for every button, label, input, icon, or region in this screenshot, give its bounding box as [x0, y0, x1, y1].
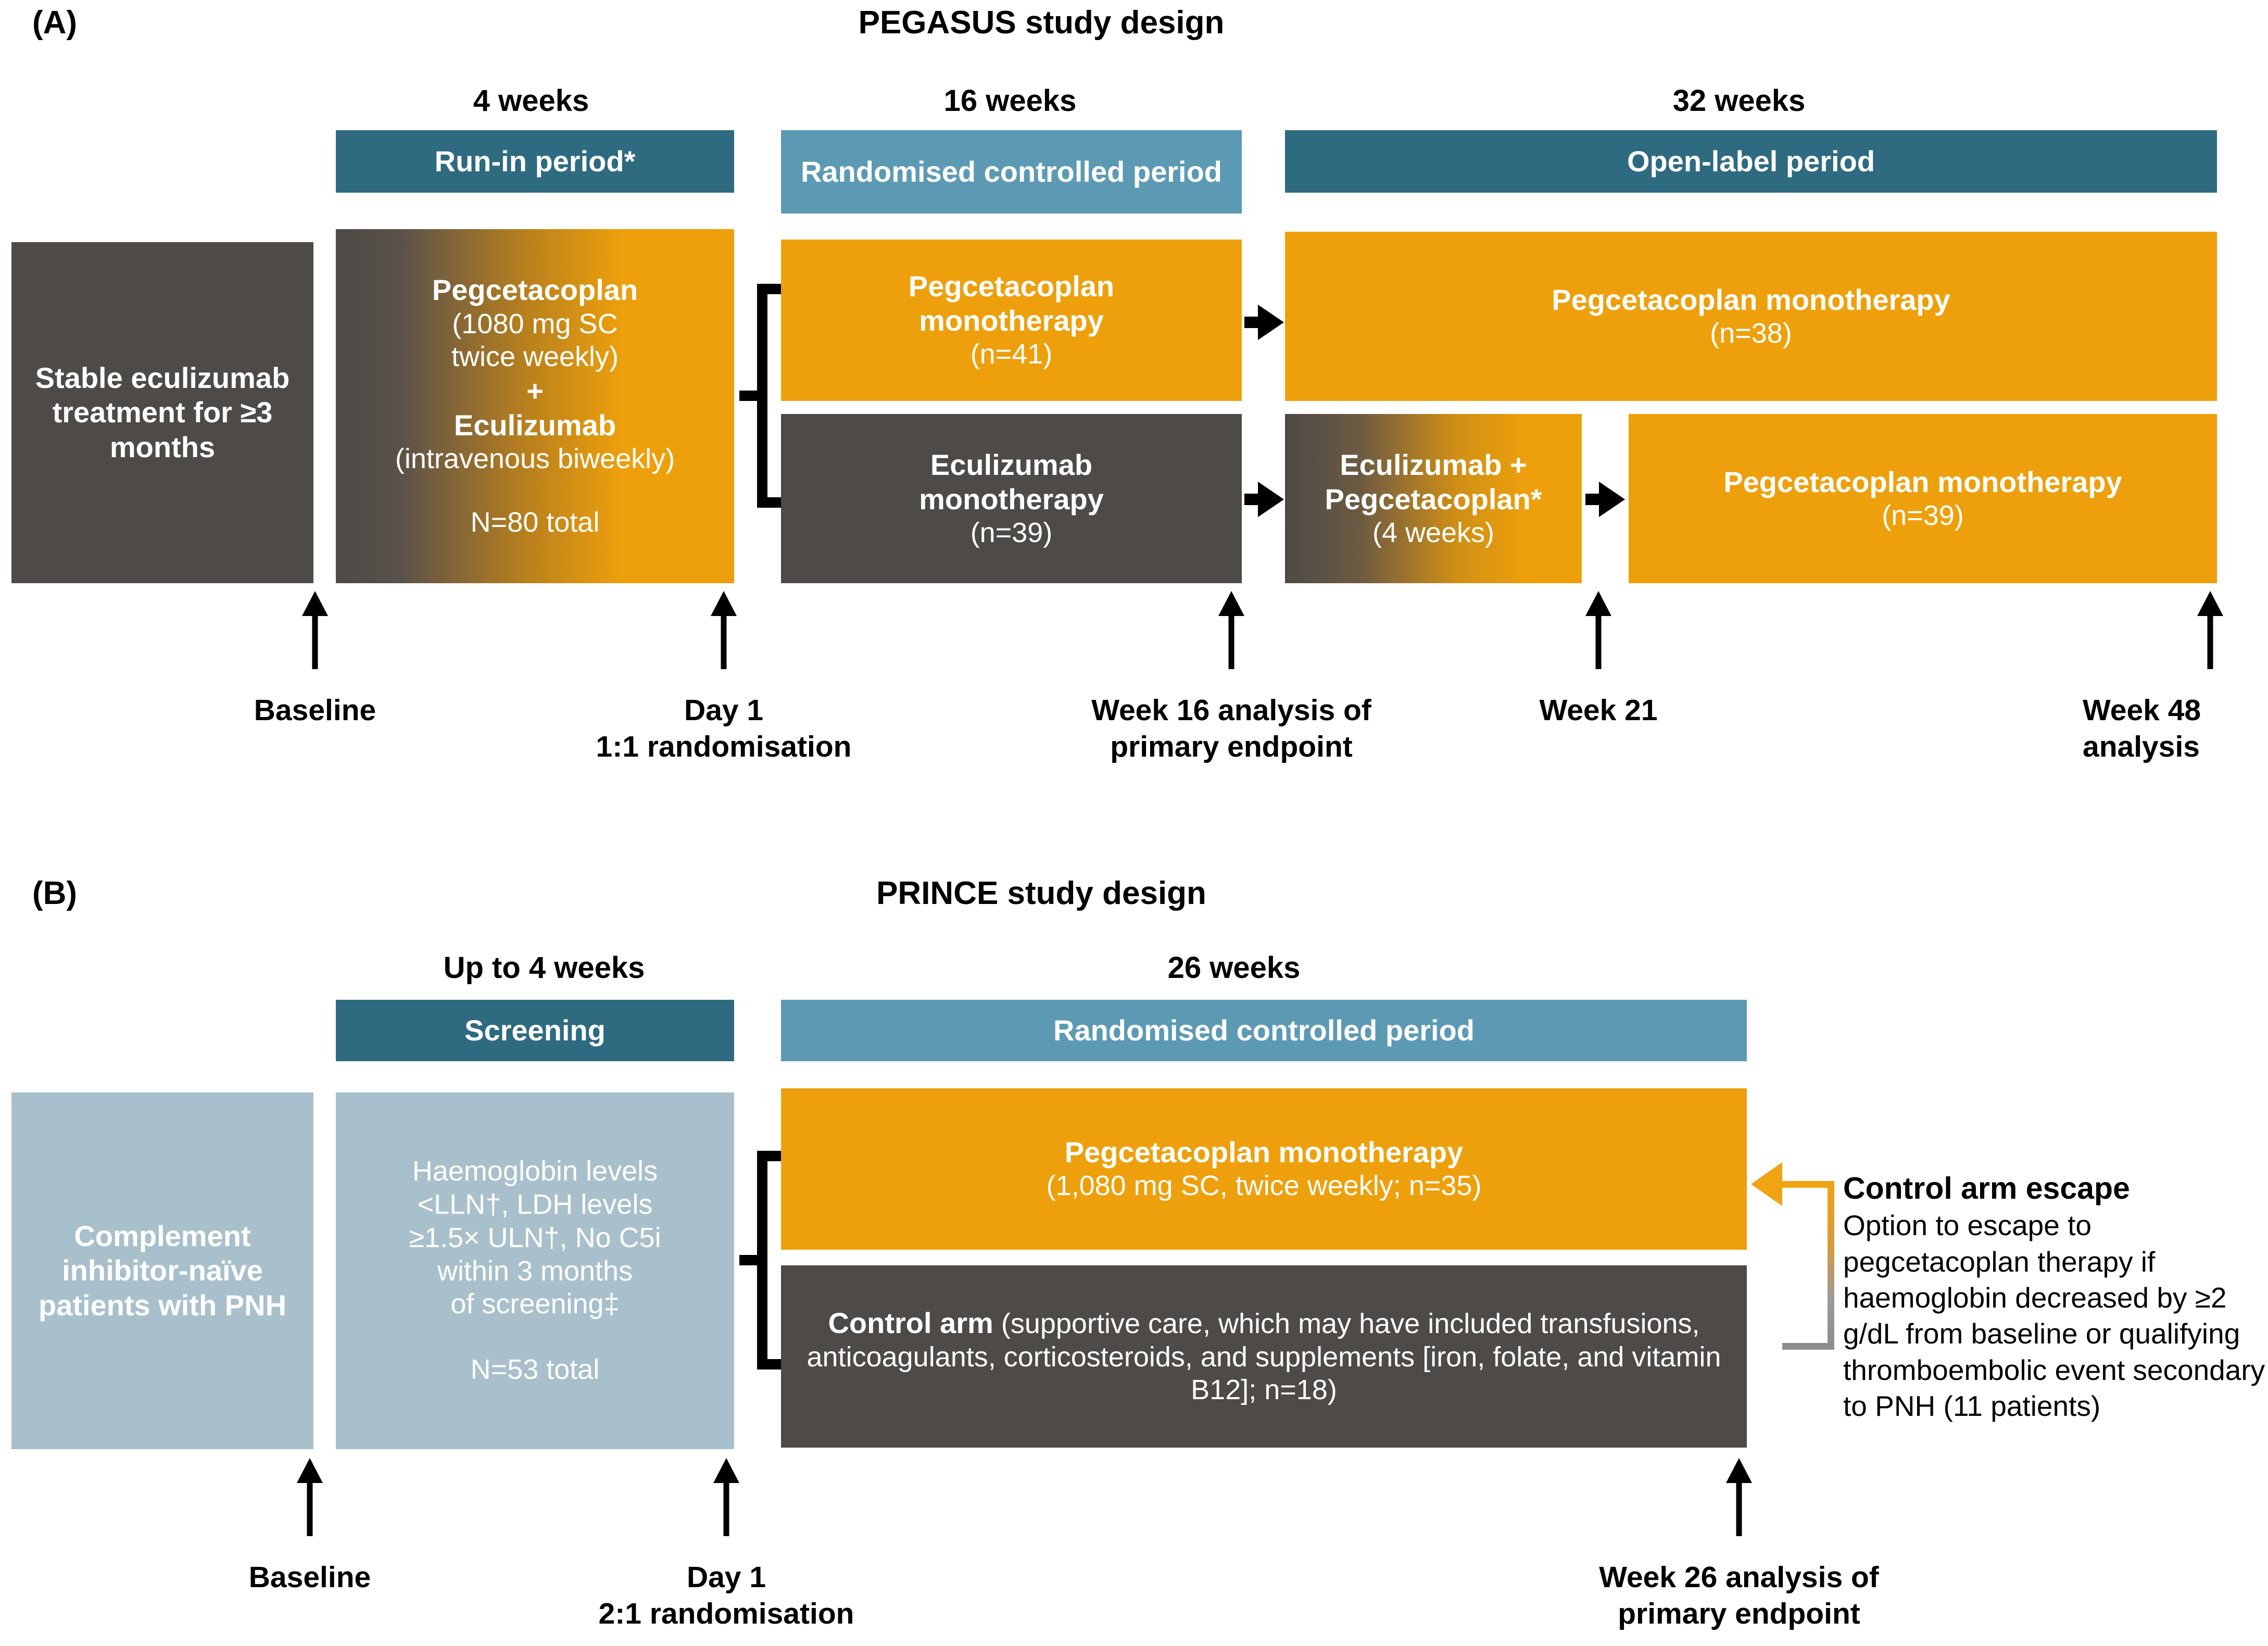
panel-a-label-week16: Week 16 analysis of — [1091, 694, 1371, 727]
panel-a-title: PEGASUS study design — [858, 5, 1225, 41]
panel-b-escape-annotation: Control arm escape Option to escape to p… — [1843, 1169, 2268, 1424]
panel-a-arrow-to-open-label-bottom — [1244, 482, 1284, 517]
panel-a-label-day1-sub: 1:1 randomisation — [596, 730, 852, 763]
run-in-drug-1: Pegcetacoplan — [432, 273, 638, 307]
treatment-line-2: (1,080 mg SC, twice weekly; n=35) — [1046, 1170, 1482, 1202]
run-in-plus: + — [526, 374, 544, 407]
treatment-line-1: Pegcetacoplan monotherapy — [1064, 1136, 1464, 1169]
panel-a-box-openlabel-bottom: Pegcetacoplan monotherapy (n=39) — [1629, 414, 2217, 583]
run-in-dose-2: twice weekly) — [451, 341, 619, 373]
panel-a-tick-week16 — [1205, 591, 1257, 669]
screening-total: N=53 total — [470, 1353, 600, 1385]
panel-b-duration-rcp: 26 weeks — [1167, 951, 1301, 985]
panel-a-box-eligibility: Stable eculizumab treatment for ≥3 month… — [11, 242, 313, 583]
control-arm-description: (supportive care, which may have include… — [807, 1308, 1721, 1406]
panel-b-label-baseline: Baseline — [248, 1561, 371, 1594]
arm-peg-n: (n=41) — [970, 338, 1053, 370]
panel-b-tick-day1 — [700, 1458, 752, 1536]
panel-a-box-openlabel-bridge: Eculizumab + Pegcetacoplan* (4 weeks) — [1285, 414, 1582, 583]
panel-b-label-day1-sub: 2:1 randomisation — [598, 1597, 854, 1630]
panel-b-escape-connector — [1751, 1162, 1834, 1350]
panel-b-box-population: Complement inhibitor-naïve patients with… — [11, 1092, 313, 1449]
panel-a-letter: (A) — [32, 5, 78, 41]
escape-annotation-text: Option to escape to pegcetacoplan therap… — [1843, 1209, 2265, 1422]
panel-a-label-week48: Week 48 — [2083, 694, 2201, 727]
ol-top-n: (n=38) — [1710, 317, 1792, 349]
run-in-dose-1: (1080 mg SC — [452, 308, 618, 340]
screening-line-4: within 3 months — [437, 1255, 633, 1287]
panel-a-tick-baseline — [289, 591, 341, 669]
panel-b-tick-week26 — [1713, 1458, 1765, 1536]
ol-bottom-n: (n=39) — [1882, 499, 1964, 531]
panel-b-letter: (B) — [32, 875, 78, 911]
panel-b-box-screening-criteria: Haemoglobin levels <LLN†, LDH levels ≥1.… — [336, 1092, 734, 1449]
panel-a-label-day1: Day 1 — [684, 694, 764, 727]
ol-bridge-line1: Eculizumab + — [1340, 448, 1527, 481]
arm-peg-line2: monotherapy — [919, 304, 1104, 337]
run-in-total: N=80 total — [470, 506, 600, 538]
panel-a-duration-rcp: 16 weeks — [943, 84, 1077, 118]
panel-b-box-treatment-arm: Pegcetacoplan monotherapy (1,080 mg SC, … — [781, 1088, 1747, 1250]
panel-a-header-open-label-period: Open-label period — [1285, 130, 2217, 193]
panel-a-label-baseline: Baseline — [254, 694, 376, 727]
panel-b-duration-screening: Up to 4 weeks — [443, 951, 645, 985]
panel-b-label-week26: Week 26 analysis of — [1599, 1561, 1879, 1594]
panel-b-label-day1: Day 1 — [686, 1561, 766, 1594]
ol-bridge-line2: Pegcetacoplan* — [1325, 482, 1542, 516]
panel-a-duration-ol: 32 weeks — [1672, 84, 1806, 118]
ol-bottom-line1: Pegcetacoplan monotherapy — [1723, 465, 2122, 498]
ol-top-line1: Pegcetacoplan monotherapy — [1552, 283, 1950, 316]
panel-a-header-run-in-period: Run-in period* — [336, 130, 734, 193]
run-in-route: (intravenous biweekly) — [395, 443, 675, 475]
panel-b-tick-baseline — [284, 1458, 336, 1536]
control-arm-label: Control arm — [828, 1306, 993, 1339]
panel-a-arrow-bridge-to-mono — [1585, 482, 1625, 517]
panel-a-box-arm-eculizumab: Eculizumab monotherapy (n=39) — [781, 414, 1242, 583]
panel-b-header-randomised-controlled-period: Randomised controlled period — [781, 1000, 1747, 1061]
ol-bridge-duration: (4 weeks) — [1372, 517, 1495, 548]
panel-a-tick-day1 — [698, 591, 750, 669]
panel-a-label-week48-sub: analysis — [2083, 730, 2200, 763]
panel-a-tick-week48 — [2184, 591, 2236, 669]
panel-a-arrow-to-open-label-top — [1244, 305, 1284, 340]
arm-ecu-line2: monotherapy — [919, 482, 1104, 516]
screening-line-1: Haemoglobin levels — [412, 1155, 658, 1187]
run-in-drug-2: Eculizumab — [453, 409, 616, 442]
panel-a-duration-runin: 4 weeks — [473, 84, 589, 118]
arm-peg-line1: Pegcetacoplan — [908, 270, 1115, 303]
screening-line-5: of screening‡ — [450, 1288, 620, 1320]
panel-a-box-openlabel-top: Pegcetacoplan monotherapy (n=38) — [1285, 232, 2217, 401]
screening-line-2: <LLN†, LDH levels — [417, 1189, 653, 1221]
panel-b-title: PRINCE study design — [876, 875, 1206, 911]
panel-a-header-randomised-controlled-period: Randomised controlled period — [781, 130, 1242, 213]
panel-a-box-arm-pegcetacoplan: Pegcetacoplan monotherapy (n=41) — [781, 240, 1242, 401]
screening-line-3: ≥1.5× ULN†, No C5i — [409, 1222, 661, 1253]
panel-a-tick-week21 — [1572, 591, 1624, 669]
panel-b-label-week26-sub: primary endpoint — [1618, 1597, 1860, 1630]
arm-ecu-line1: Eculizumab — [930, 448, 1093, 481]
escape-annotation-title: Control arm escape — [1843, 1171, 2130, 1205]
panel-a-label-week16-sub: primary endpoint — [1110, 730, 1353, 763]
panel-b-box-control-arm: Control arm (supportive care, which may … — [781, 1265, 1747, 1448]
panel-a-label-week21: Week 21 — [1539, 694, 1658, 727]
panel-b-header-screening: Screening — [336, 1000, 734, 1061]
panel-a-box-run-in-treatment: Pegcetacoplan (1080 mg SC twice weekly) … — [336, 229, 734, 583]
arm-ecu-n: (n=39) — [970, 517, 1053, 548]
